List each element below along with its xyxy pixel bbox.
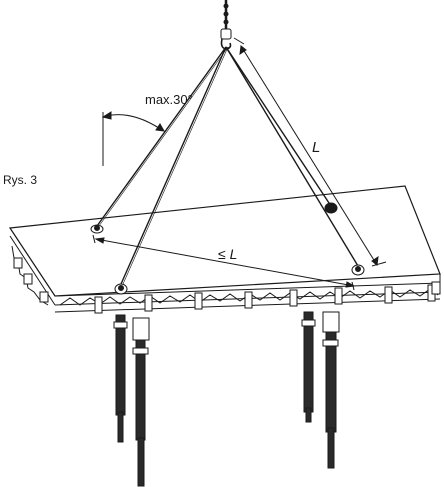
lifting-point-front-left: [114, 283, 128, 295]
lifting-points: [90, 202, 365, 295]
angle-label: max.30°: [145, 92, 193, 107]
sling-back-right: [225, 46, 332, 207]
sling-front-left: [120, 46, 227, 285]
prop-back-right: [301, 311, 316, 423]
table-deck: [8, 185, 441, 297]
crane-hook-icon: [220, 0, 232, 50]
lifting-point-back-right: [324, 202, 338, 214]
prop-front-right: [322, 311, 340, 469]
span-label: ≤ L: [218, 246, 237, 262]
sling-length-label: L: [312, 139, 320, 156]
sling-back-left: [96, 46, 227, 227]
truss-beam-right-end: [431, 274, 441, 295]
lifting-slings: [96, 46, 359, 285]
dimension-sling-length: [233, 37, 387, 267]
lifting-point-front-right: [351, 264, 365, 276]
lifting-point-back-left: [90, 224, 104, 234]
sling-front-right: [225, 46, 359, 267]
truss-beam-front: [54, 282, 441, 314]
prop-back-left: [113, 314, 128, 443]
prop-front-left: [132, 317, 150, 487]
figure-caption: Rys. 3: [3, 173, 37, 187]
angle-indicator: [101, 111, 165, 166]
props: [113, 311, 340, 487]
dimension-span: [92, 234, 356, 291]
